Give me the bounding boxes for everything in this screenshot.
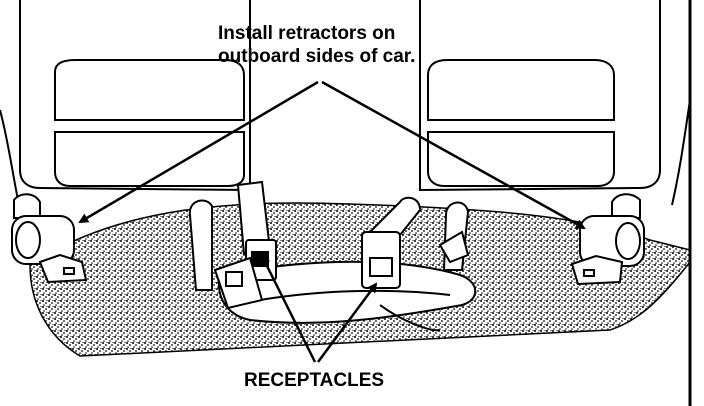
right-seat-back (419, 0, 692, 406)
retractor-callout-line-1: Install retractors on (218, 23, 396, 44)
right-retractor (570, 193, 645, 286)
receptacle-leader-lines (260, 254, 378, 363)
retractor-leader-lines (78, 80, 586, 230)
left-seat-back (0, 0, 251, 201)
left-receptacle (188, 180, 277, 310)
receptacles-callout: RECEPTACLES (244, 370, 385, 391)
right-receptacle (361, 196, 470, 289)
left-retractor (11, 193, 88, 284)
retractor-callout-line-2: outboard sides of car. (218, 46, 416, 67)
